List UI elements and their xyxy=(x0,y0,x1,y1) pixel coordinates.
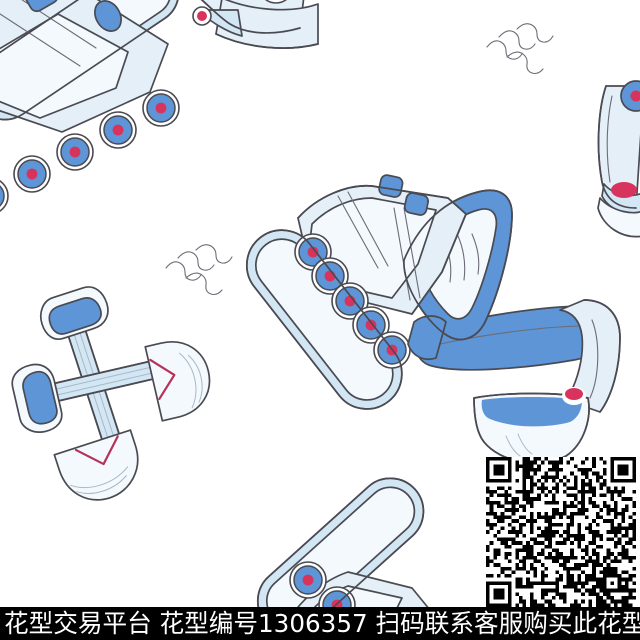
qr-code[interactable] xyxy=(486,457,636,607)
motif-crossed-shovels xyxy=(11,286,211,501)
banner-text: 花型交易平台 花型编号1306357 扫码联系客服购买此花型 xyxy=(3,609,640,638)
motif-excavator-top-left xyxy=(0,0,180,215)
motif-excavator-center xyxy=(245,174,621,464)
bottom-info-banner: 花型交易平台 花型编号1306357 扫码联系客服购买此花型 xyxy=(0,607,640,640)
motif-boom-arm-right xyxy=(597,80,640,238)
qr-code-canvas xyxy=(486,457,636,607)
motif-boom-arm-top xyxy=(192,0,319,49)
